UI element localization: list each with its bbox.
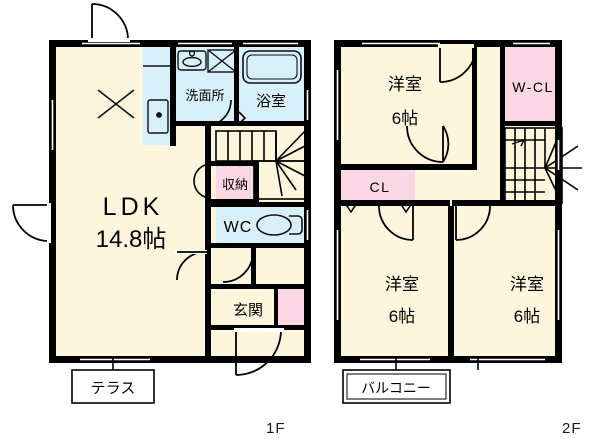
closet-door-right (399, 202, 413, 214)
bedroom-southwest-label-line1: 洋室 (385, 275, 419, 294)
windows-2f (336, 42, 560, 361)
ldk-west-door (12, 203, 51, 243)
entrance-label: 玄関 (233, 302, 263, 319)
bedroom-north-label-line2: 6帖 (392, 109, 418, 128)
bedroom-southwest-label-line2: 6帖 (389, 307, 415, 326)
bedroom-north-door (438, 44, 477, 83)
walk-in-closet-label: W-CL (512, 79, 554, 95)
doors-2f (344, 44, 504, 241)
storage-label: 収納 (222, 177, 248, 192)
balcony: バルコニー (342, 356, 479, 404)
terrace: テラス (71, 356, 155, 404)
wc-label: WC (224, 219, 253, 236)
bathroom-door (238, 111, 247, 125)
closet-fill (340, 170, 415, 203)
floor-label-1f: 1F (266, 420, 286, 437)
doors-1f (12, 3, 284, 376)
floor-2f-group: 洋室 6帖 洋室 6帖 洋室 6帖 W-CL CL バルコニー (334, 40, 582, 404)
ldk-hall-door (175, 250, 207, 281)
bedroom-southeast-label-line1: 洋室 (510, 275, 544, 294)
floor-1f-group: LDK 14.8帖 洗面所 浴室 収納 WC 玄関 テラス (12, 3, 311, 404)
wc-fill (216, 206, 305, 244)
windows-1f (51, 42, 309, 361)
balcony-label: バルコニー (361, 380, 431, 396)
washroom-door (204, 99, 232, 127)
ldk-label-line2: 14.8帖 (96, 226, 167, 253)
hall-inner-door (222, 251, 254, 283)
bathroom-fill (239, 46, 305, 124)
storage-fill (216, 164, 254, 200)
staircase-down (504, 127, 582, 204)
walls-2f (334, 40, 562, 363)
bedroom-southeast-label-line2: 6帖 (514, 307, 540, 326)
kitchen-sink (143, 65, 173, 134)
entrance-door (234, 328, 284, 376)
hall-door (406, 125, 450, 163)
staircase-up (215, 130, 306, 200)
toilet-bowl (256, 214, 303, 236)
bedroom-southeast-door (455, 205, 491, 241)
shoe-closet-fill (277, 288, 305, 326)
terrace-label: テラス (91, 380, 136, 397)
bedroom-southwest-door (378, 205, 414, 241)
bathroom-label: 浴室 (256, 93, 286, 110)
closet-door-left (344, 202, 358, 214)
bedroom-north-label-line1: 洋室 (388, 75, 422, 94)
closet-label: CL (370, 179, 391, 195)
storage-door (193, 163, 212, 199)
bathtub (242, 50, 302, 84)
floor-label-2f: 2F (562, 420, 582, 437)
washroom-label: 洗面所 (185, 88, 224, 103)
walk-in-closet-fill (505, 46, 562, 124)
ldk-label-line1: LDK (103, 193, 164, 221)
ldk-north-door (88, 3, 130, 42)
ldk-window-icon (97, 89, 135, 119)
washbasin (177, 50, 207, 71)
